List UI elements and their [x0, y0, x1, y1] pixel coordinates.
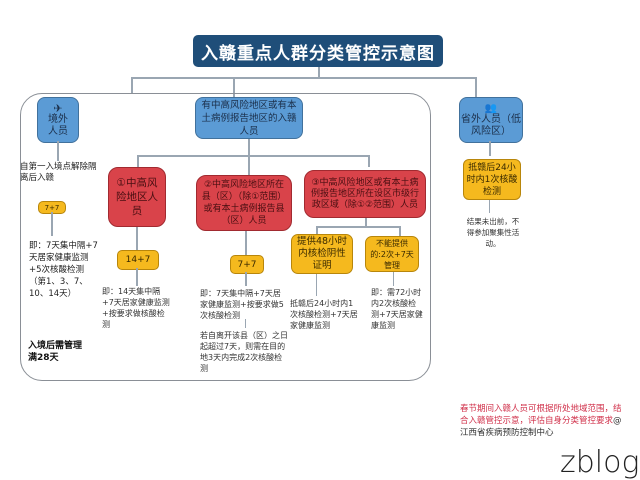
overseas-condition: 自第一入境点解除隔离后入赣: [20, 162, 97, 183]
overseas-label: 境外人员: [48, 113, 68, 137]
connector: [137, 155, 139, 167]
watermark: zblog: [560, 445, 640, 480]
overseas-footer: 入境后需管理满28天: [28, 341, 83, 363]
branch2-label: ②中高风险地区所在县（区）（除①范围）或有本土病例报告县（区）人员: [201, 180, 287, 226]
connector: [399, 226, 401, 236]
branch1-label: ①中高风险地区人员: [116, 177, 158, 217]
branch3-option-b-detail: 即：需72小时内2次核酸检测+7天居家健康监测: [371, 288, 423, 330]
out-of-province-detail: 结果未出前，不得参加聚集性活动。: [466, 217, 520, 248]
out-of-province-tag-text: 抵赣后24小时内1次核酸检测: [466, 162, 518, 197]
connector: [248, 155, 250, 175]
footer-note-source: @江西省疾病预防控制中心: [460, 416, 622, 438]
connector: [475, 77, 477, 97]
branch2-county-box: ②中高风险地区所在县（区）（除①范围）或有本土病例报告县（区）人员: [196, 175, 292, 231]
connector: [318, 67, 320, 77]
branch3-label: ③中高风险地区或有本土病例报告地区所在设区市级行政区域（除①②范围）人员: [310, 177, 419, 210]
connector: [245, 272, 247, 286]
branch2-extra: 若自离开该县（区）之日起超过7天，则需在目的地3天内完成2次核酸检测: [200, 331, 288, 373]
connector: [136, 227, 138, 250]
connector: [368, 155, 370, 167]
people-icon: 👥: [484, 102, 498, 114]
branch2-detail: 即：7天集中隔+7天居家健康监测+按要求做5次核酸检测: [200, 289, 284, 320]
overseas-persons-box: ✈ 境外人员: [37, 97, 79, 143]
connector: [137, 155, 369, 157]
branch3-option-a-label: 提供48小时内核检阴性证明: [296, 236, 348, 271]
branch1-high-risk-area-box: ①中高风险地区人员: [108, 167, 166, 227]
connector: [316, 226, 318, 234]
connector: [51, 212, 53, 236]
diagram-title: 入赣重点人群分类管控示意图: [193, 35, 443, 67]
connector: [365, 218, 367, 226]
overseas-detail: 即：7天集中隔+7天居家健康监测+5次核酸检测（第1、3、7、10、14天）: [29, 241, 98, 299]
connector: [316, 226, 400, 228]
connector: [136, 268, 138, 286]
out-of-province-label: 省外人员（低风险区）: [461, 113, 521, 137]
out-of-province-tag: 抵赣后24小时内1次核酸检测: [463, 159, 521, 200]
branch3-option-b-label: 不能提供的:2次+7天管理: [370, 238, 414, 270]
high-risk-inbound-label: 有中高风险地区或有本土病例报告地区的入赣人员: [201, 99, 297, 137]
connector: [57, 141, 59, 161]
connector: [489, 200, 490, 213]
branch3-option-b-box: 不能提供的:2次+7天管理: [365, 236, 419, 272]
branch1-detail: 即：14天集中隔+7天居家健康监测+按要求做核酸检测: [102, 287, 170, 329]
branch1-tag: 14+7: [117, 250, 159, 270]
connector: [393, 272, 394, 286]
branch3-option-a-detail: 抵赣后24小时内1次核酸检测+7天居家健康监测: [290, 299, 358, 330]
connector: [489, 141, 491, 156]
inbound-group-frame: [20, 93, 431, 381]
branch3-option-a-box: 提供48小时内核检阴性证明: [291, 234, 353, 274]
high-risk-inbound-box: 有中高风险地区或有本土病例报告地区的入赣人员: [195, 97, 303, 139]
connector: [131, 77, 476, 79]
footer-note-red: 春节期间入赣人员可根据所处地域范围，结合入赣管控示意，评估自身分类管控要求: [460, 404, 622, 426]
branch3-city-box: ③中高风险地区或有本土病例报告地区所在设区市级行政区域（除①②范围）人员: [304, 170, 426, 218]
branch2-tag: 7+7: [230, 255, 264, 274]
out-of-province-box: 👥 省外人员（低风险区）: [459, 97, 523, 143]
connector: [131, 77, 133, 93]
connector: [316, 274, 317, 296]
footer-note: 春节期间入赣人员可根据所处地域范围，结合入赣管控示意，评估自身分类管控要求@江西…: [460, 403, 628, 439]
airplane-icon: ✈: [53, 101, 63, 115]
connector: [245, 231, 247, 255]
connector: [248, 139, 250, 156]
connector: [233, 77, 235, 97]
connector: [245, 319, 246, 328]
